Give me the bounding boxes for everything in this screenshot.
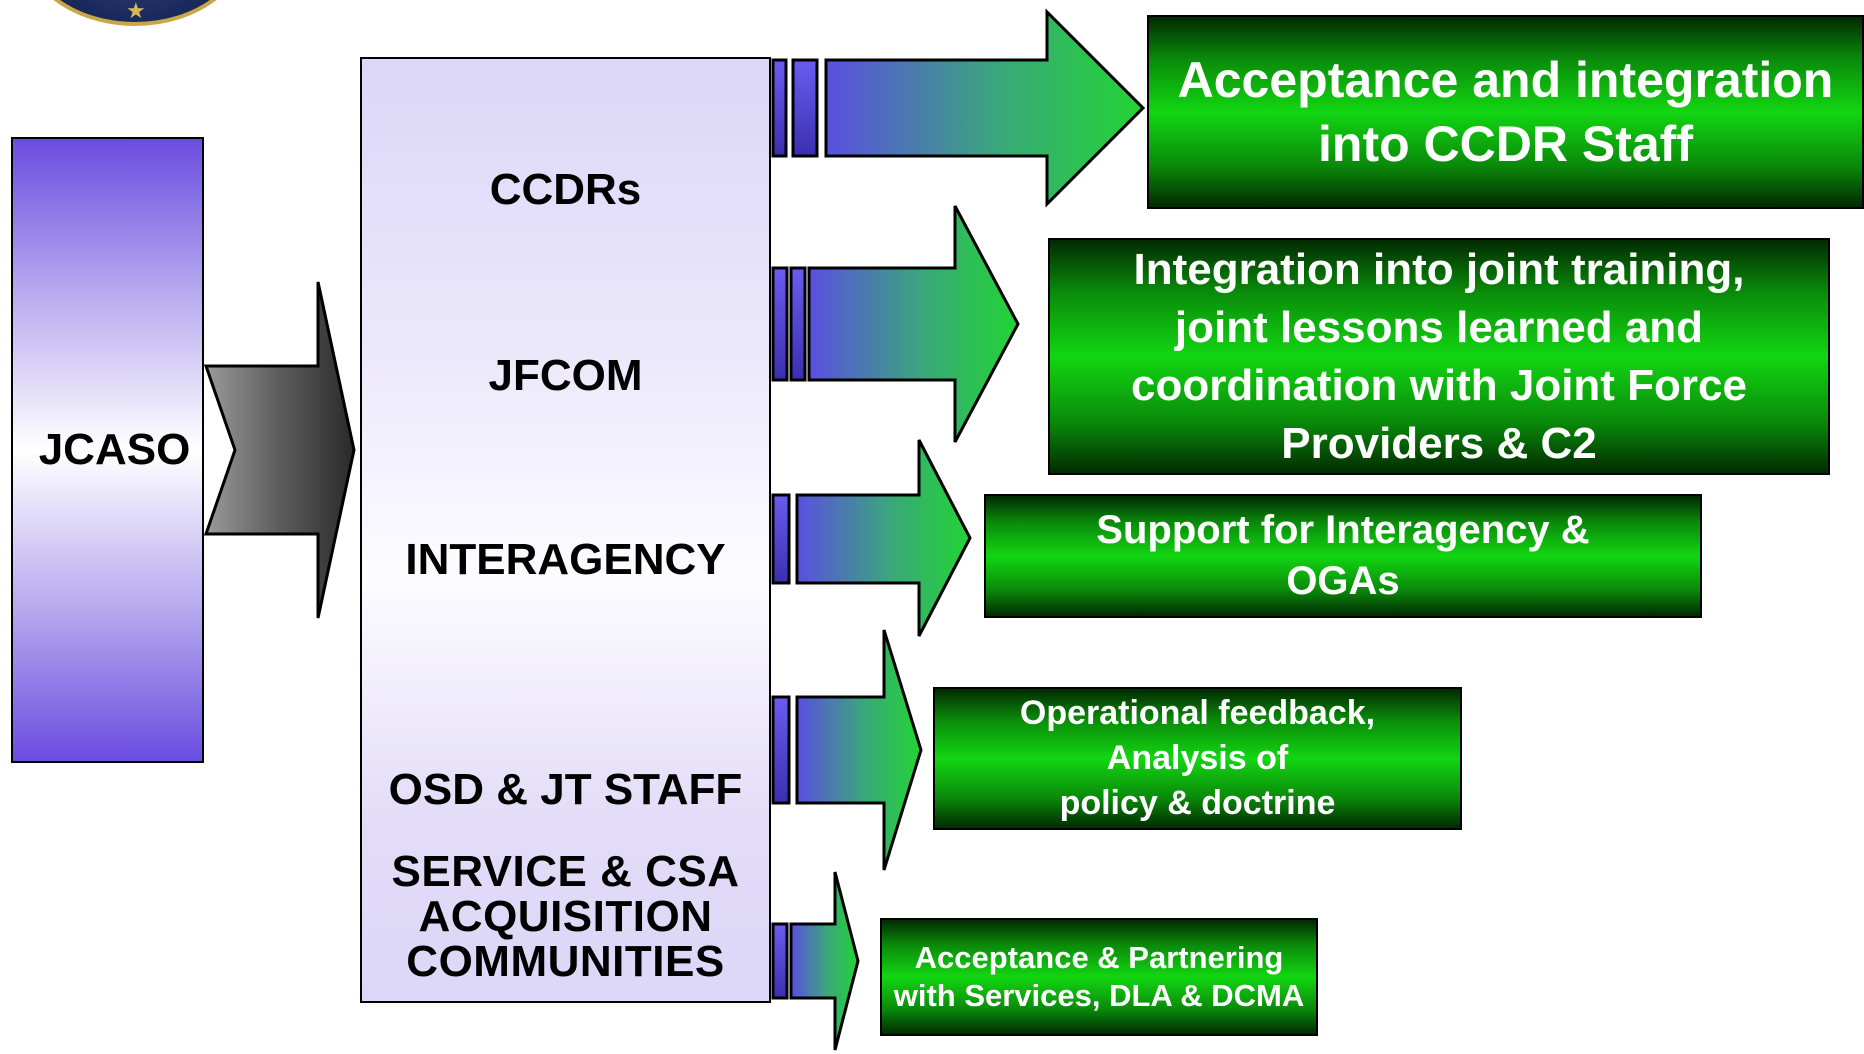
outcome-partnering-text: Acceptance & Partnering with Services, D… bbox=[893, 940, 1305, 1013]
stakeholder-service-csa: SERVICE & CSA ACQUISITION COMMUNITIES bbox=[391, 847, 740, 986]
outcome-partnering: Acceptance & Partnering with Services, D… bbox=[880, 918, 1318, 1036]
star-icon: ★ bbox=[126, 0, 146, 23]
main-arrow bbox=[203, 281, 356, 619]
outcome-ccdr-staff: Acceptance and integration into CCDR Sta… bbox=[1147, 15, 1864, 209]
stakeholder-interagency: INTERAGENCY bbox=[405, 535, 726, 584]
stakeholders-box: CCDRs JFCOM INTERAGENCY OSD & JT STAFF S… bbox=[360, 57, 771, 1003]
stakeholder-osd-jt-staff: OSD & JT STAFF bbox=[388, 765, 743, 814]
arrow-service-csa bbox=[771, 871, 860, 1051]
jcaso-label: JCASO bbox=[38, 425, 191, 474]
outcome-feedback-text: Operational feedback, Analysis of policy… bbox=[1019, 694, 1376, 822]
stakeholder-ccdrs: CCDRs bbox=[489, 165, 642, 214]
outcome-ccdr-staff-text: Acceptance and integration into CCDR Sta… bbox=[1177, 52, 1834, 172]
outcome-interagency-text: Support for Interagency & OGAs bbox=[1096, 508, 1590, 603]
arrow-ccdrs bbox=[771, 8, 1146, 208]
outcome-joint-training-text: Integration into joint training, joint l… bbox=[1131, 244, 1747, 468]
stakeholder-jfcom: JFCOM bbox=[488, 351, 643, 400]
arrow-interagency bbox=[771, 439, 972, 637]
arrow-osd-jt-staff bbox=[771, 629, 923, 871]
outcome-joint-training: Integration into joint training, joint l… bbox=[1048, 238, 1830, 475]
outcome-feedback: Operational feedback, Analysis of policy… bbox=[933, 687, 1462, 830]
outcome-interagency: Support for Interagency & OGAs bbox=[984, 494, 1702, 618]
arrow-jfcom bbox=[771, 205, 1020, 443]
jcaso-box: JCASO bbox=[11, 137, 204, 763]
